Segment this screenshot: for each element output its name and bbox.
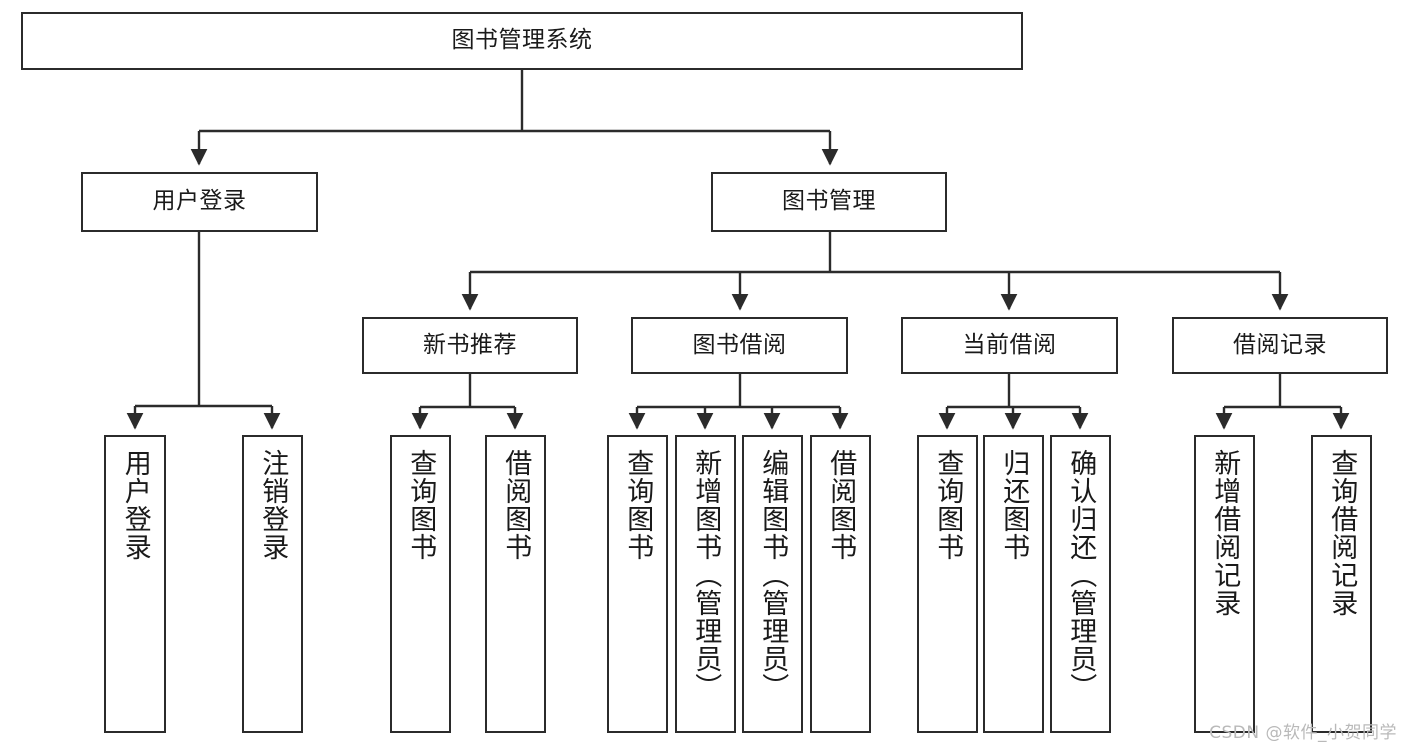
node-leaf-query-book-2-label: 查询图书 bbox=[622, 449, 654, 561]
node-leaf-query-book-3-label: 查询图书 bbox=[932, 449, 964, 561]
node-leaf-edit-book-label: 编辑图书（管理员） bbox=[757, 449, 789, 701]
node-leaf-confirm-return-label: 确认归还（管理员） bbox=[1065, 449, 1097, 701]
node-leaf-user-logout[interactable]: 注销登录 bbox=[242, 435, 303, 733]
node-book-borrow-label: 图书借阅 bbox=[692, 331, 787, 358]
node-root[interactable]: 图书管理系统 bbox=[21, 12, 1023, 70]
node-leaf-add-record-label: 新增借阅记录 bbox=[1209, 449, 1241, 617]
node-leaf-confirm-return[interactable]: 确认归还（管理员） bbox=[1050, 435, 1111, 733]
node-leaf-query-record[interactable]: 查询借阅记录 bbox=[1311, 435, 1372, 733]
watermark: CSDN @软件_小贺同学 bbox=[1209, 723, 1397, 743]
node-leaf-user-logout-label: 注销登录 bbox=[257, 449, 289, 561]
node-leaf-user-login-label: 用户登录 bbox=[119, 449, 151, 561]
node-current-borrow[interactable]: 当前借阅 bbox=[901, 317, 1118, 374]
node-book-borrow[interactable]: 图书借阅 bbox=[631, 317, 848, 374]
node-leaf-borrow-book-1[interactable]: 借阅图书 bbox=[485, 435, 546, 733]
node-leaf-add-book-label: 新增图书（管理员） bbox=[690, 449, 722, 701]
node-new-book-rec[interactable]: 新书推荐 bbox=[362, 317, 578, 374]
node-leaf-query-book-2[interactable]: 查询图书 bbox=[607, 435, 668, 733]
node-new-book-rec-label: 新书推荐 bbox=[423, 331, 517, 358]
node-user-login[interactable]: 用户登录 bbox=[81, 172, 318, 232]
node-leaf-borrow-book-2-label: 借阅图书 bbox=[825, 449, 857, 561]
node-leaf-return-book[interactable]: 归还图书 bbox=[983, 435, 1044, 733]
node-user-login-label: 用户登录 bbox=[152, 188, 247, 215]
node-leaf-query-book-1-label: 查询图书 bbox=[405, 449, 437, 561]
node-leaf-add-book[interactable]: 新增图书（管理员） bbox=[675, 435, 736, 733]
node-current-borrow-label: 当前借阅 bbox=[962, 331, 1057, 358]
node-leaf-add-record[interactable]: 新增借阅记录 bbox=[1194, 435, 1255, 733]
node-book-manage-label: 图书管理 bbox=[782, 188, 876, 215]
node-leaf-query-book-1[interactable]: 查询图书 bbox=[390, 435, 451, 733]
node-book-manage[interactable]: 图书管理 bbox=[711, 172, 947, 232]
node-leaf-return-book-label: 归还图书 bbox=[998, 449, 1030, 561]
node-leaf-user-login[interactable]: 用户登录 bbox=[104, 435, 166, 733]
node-borrow-record[interactable]: 借阅记录 bbox=[1172, 317, 1388, 374]
node-leaf-query-book-3[interactable]: 查询图书 bbox=[917, 435, 978, 733]
node-root-label: 图书管理系统 bbox=[451, 27, 593, 54]
node-borrow-record-label: 借阅记录 bbox=[1233, 331, 1327, 358]
node-leaf-borrow-book-1-label: 借阅图书 bbox=[500, 449, 532, 561]
node-leaf-borrow-book-2[interactable]: 借阅图书 bbox=[810, 435, 871, 733]
node-leaf-edit-book[interactable]: 编辑图书（管理员） bbox=[742, 435, 803, 733]
node-leaf-query-record-label: 查询借阅记录 bbox=[1326, 449, 1358, 617]
